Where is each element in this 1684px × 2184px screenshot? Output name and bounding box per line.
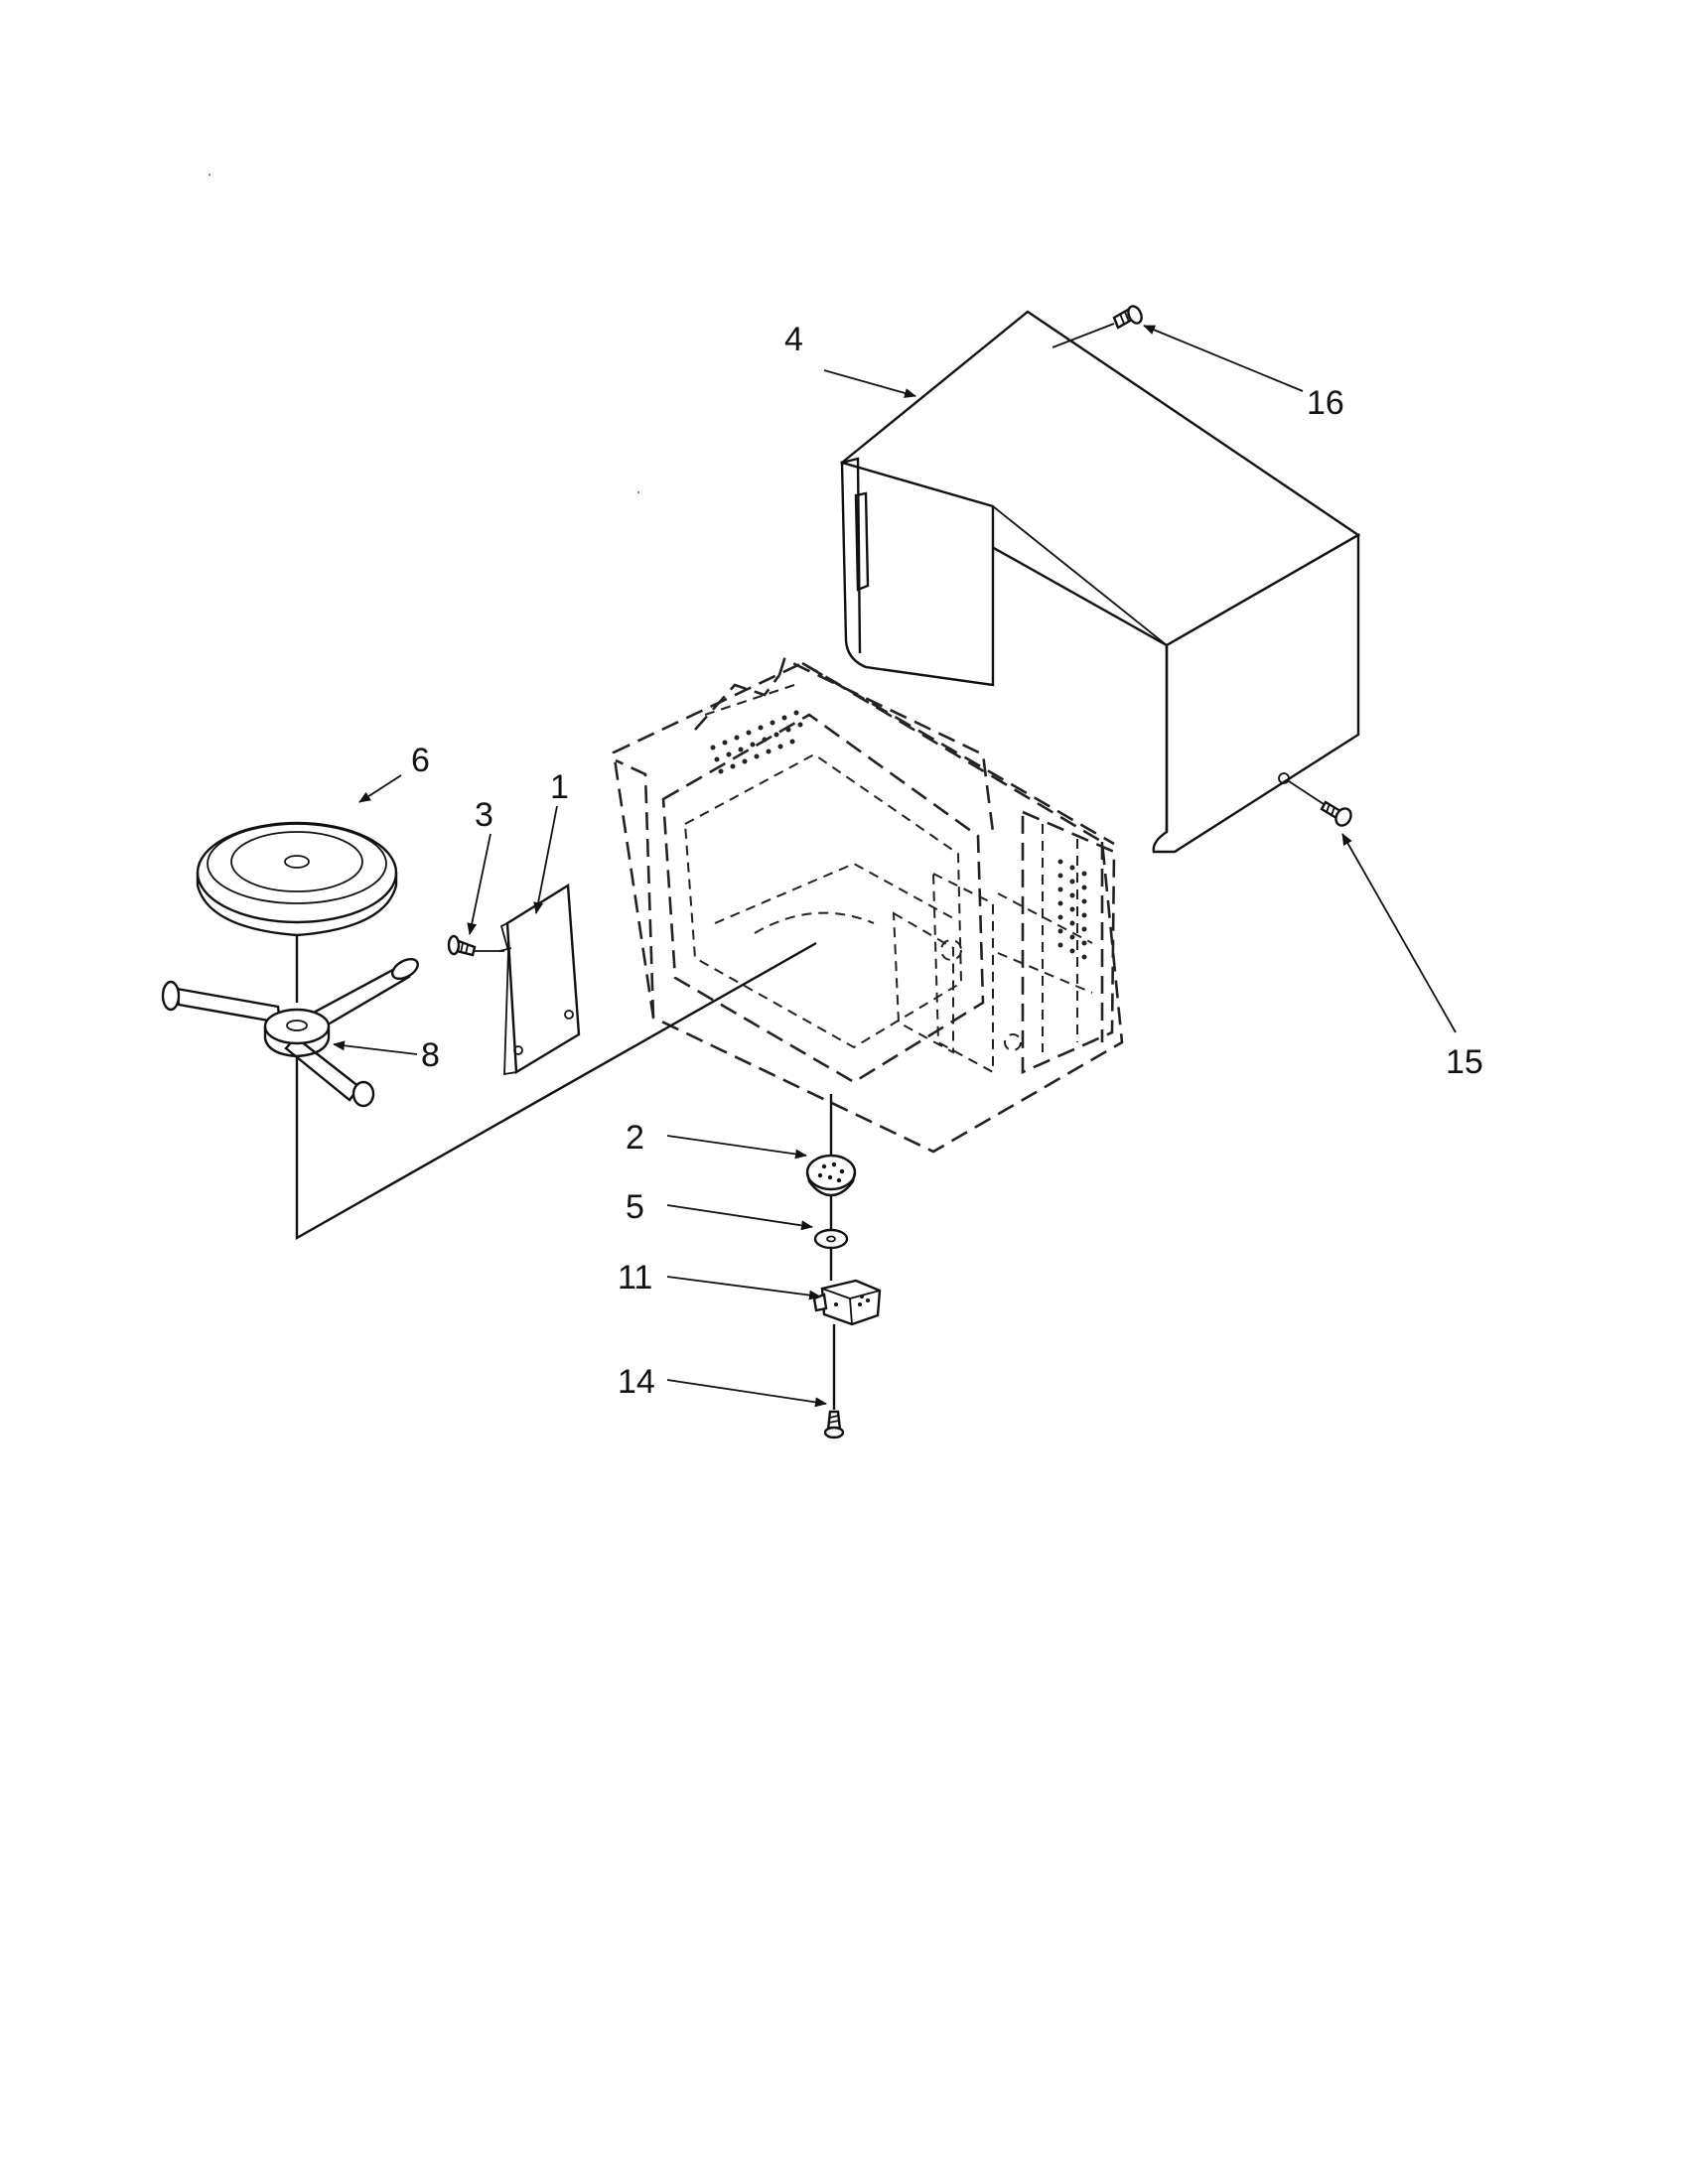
callout-4: 4 xyxy=(784,321,803,358)
callout-15: 15 xyxy=(1446,1043,1483,1081)
turntable-motor xyxy=(812,1279,882,1326)
oven-chassis-dashed xyxy=(612,657,1124,1154)
screw-part-16 xyxy=(1112,305,1143,330)
callout-14: 14 xyxy=(618,1363,655,1401)
callout-5: 5 xyxy=(626,1188,644,1226)
callout-11: 11 xyxy=(618,1259,652,1297)
coupler-part-2 xyxy=(805,1154,857,1197)
callout-arrows xyxy=(333,325,1457,1408)
screw-part-15 xyxy=(1320,800,1352,827)
washer-part-5 xyxy=(813,1228,849,1250)
turntable-support xyxy=(161,957,419,1108)
callout-labels: 4 16 6 3 1 8 2 5 11 14 15 xyxy=(411,321,1483,1401)
callout-3: 3 xyxy=(475,796,493,834)
callout-16: 16 xyxy=(1307,384,1344,422)
assembly-lines xyxy=(295,323,1325,1410)
callout-6: 6 xyxy=(411,742,430,779)
waveguide-cover xyxy=(498,883,581,1076)
screw-part-14 xyxy=(823,1410,845,1439)
callout-1: 1 xyxy=(550,768,569,806)
screw-part-3 xyxy=(447,934,477,957)
turntable-tray xyxy=(196,821,398,937)
callout-8: 8 xyxy=(421,1036,440,1074)
callout-2: 2 xyxy=(626,1119,644,1157)
outer-cabinet-wrapper xyxy=(839,310,1361,854)
